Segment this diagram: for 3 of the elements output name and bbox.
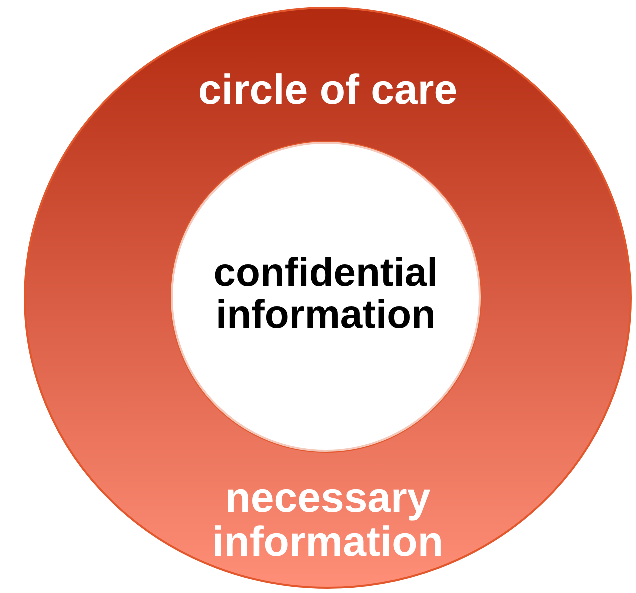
circle-label: confidential information bbox=[212, 252, 440, 336]
ring-label: necessary information bbox=[212, 476, 444, 564]
ring-title: circle of care bbox=[197, 68, 459, 112]
